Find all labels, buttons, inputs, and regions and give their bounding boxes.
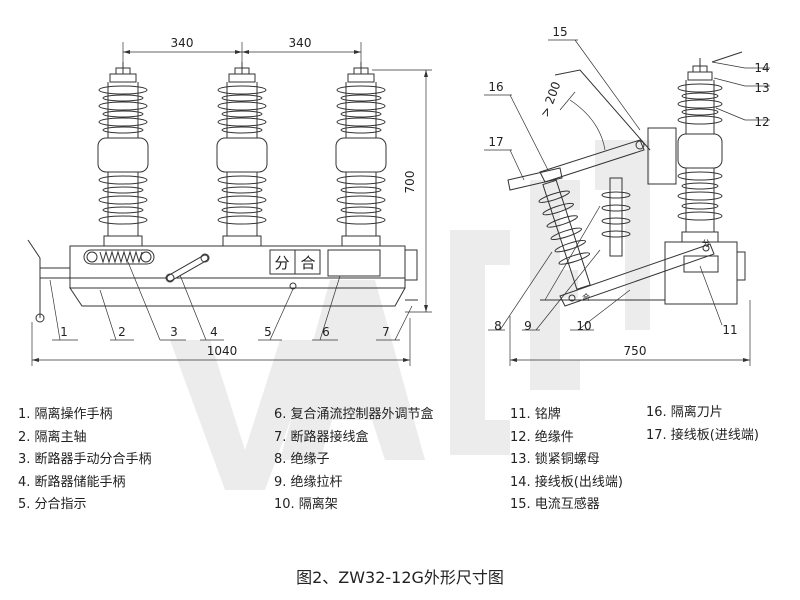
frame-mark-close: 合: [582, 292, 590, 302]
side-insulator: [677, 51, 743, 243]
side-view: > 200: [484, 25, 770, 366]
figure-caption: 图2、ZW32-12G外形尺寸图: [296, 568, 504, 587]
callout-15: 15: [552, 25, 567, 39]
callout-7: 7: [382, 325, 390, 339]
legend-item: 1. 隔离操作手柄: [18, 407, 113, 422]
side-body: [664, 241, 738, 305]
insulator-stack-right: [335, 62, 387, 247]
legend-item: 8. 绝缘子: [274, 452, 330, 468]
insulator-stack-left: [97, 62, 149, 247]
callout-12: 12: [754, 115, 769, 129]
legend-item: 4. 断路器储能手柄: [18, 474, 126, 490]
legend-column-1: 1. 隔离操作手柄 2. 隔离主轴 3. 断路器手动分合手柄 4. 断路器储能手…: [18, 404, 152, 517]
legend-column-2: 6. 复合涌流控制器外调节盒 7. 断路器接线盒 8. 绝缘子 9. 绝缘拉杆 …: [274, 404, 434, 517]
post-insulator: [538, 179, 591, 290]
callout-8: 8: [494, 319, 502, 333]
callout-16: 16: [488, 80, 503, 94]
callout-14: 14: [754, 61, 769, 75]
indicator-open-text: 分: [274, 254, 289, 272]
legend-column-3: 11. 铭牌 12. 绝缘件 13. 锁紧铜螺母 14. 接线板(出线端) 15…: [510, 404, 623, 517]
isolating-blade: [539, 69, 651, 183]
front-view: 340 340 700: [27, 36, 432, 366]
isolation-frame: [559, 243, 715, 307]
legend-item: 9. 绝缘拉杆: [274, 474, 343, 490]
callout-10: 10: [576, 319, 591, 333]
inlet-plate: [507, 167, 563, 191]
current-transformer: [647, 127, 677, 185]
callout-9: 9: [524, 319, 532, 333]
legend-item: 16. 隔离刀片: [646, 405, 723, 420]
legend-item: 5. 分合指示: [18, 497, 87, 513]
legend-item: 12. 绝缘件: [510, 429, 574, 445]
callout-6: 6: [322, 325, 330, 339]
legend-item: 6. 复合涌流控制器外调节盒: [274, 407, 434, 422]
technical-drawing: 340 340 700: [27, 25, 770, 366]
dim-total-width: 1040: [207, 344, 238, 358]
callout-1: 1: [60, 325, 68, 339]
callout-4: 4: [210, 325, 218, 339]
callout-5: 5: [264, 325, 272, 339]
dim-side-width: 750: [624, 344, 647, 358]
callout-3: 3: [170, 325, 178, 339]
frame-mark-open: 分: [702, 239, 710, 248]
callout-13: 13: [754, 81, 769, 95]
legend-item: 7. 断路器接线盒: [274, 429, 369, 445]
callout-2: 2: [118, 325, 126, 339]
dim-spacing-right: 340: [289, 36, 312, 50]
callout-17: 17: [488, 135, 503, 149]
insulated-rod: [601, 177, 631, 257]
controller-box: [327, 249, 381, 277]
dim-angle: > 200: [538, 80, 564, 119]
indicator-close-text: 合: [300, 254, 315, 272]
legend-item: 3. 断路器手动分合手柄: [18, 452, 152, 468]
breaker-tank: [69, 245, 406, 289]
tank-base: [69, 287, 406, 307]
legend-item: 17. 接线板(进线端): [646, 427, 759, 443]
dim-height: 700: [403, 171, 417, 194]
insulator-stack-center: [216, 62, 268, 247]
legend-item: 10. 隔离架: [274, 497, 338, 513]
charging-handle: [165, 253, 210, 283]
legend-item: 14. 接线板(出线端): [510, 474, 623, 490]
legend-item: 15. 电流互感器: [510, 497, 600, 513]
isolation-shaft: [83, 249, 155, 265]
dim-spacing-left: 340: [171, 36, 194, 50]
callout-11: 11: [722, 323, 737, 337]
legend-column-4: 16. 隔离刀片 17. 接线板(进线端): [646, 402, 759, 447]
legend-item: 13. 锁紧铜螺母: [510, 452, 600, 468]
legend-item: 2. 隔离主轴: [18, 429, 87, 445]
legend-item: 11. 铭牌: [510, 407, 561, 422]
